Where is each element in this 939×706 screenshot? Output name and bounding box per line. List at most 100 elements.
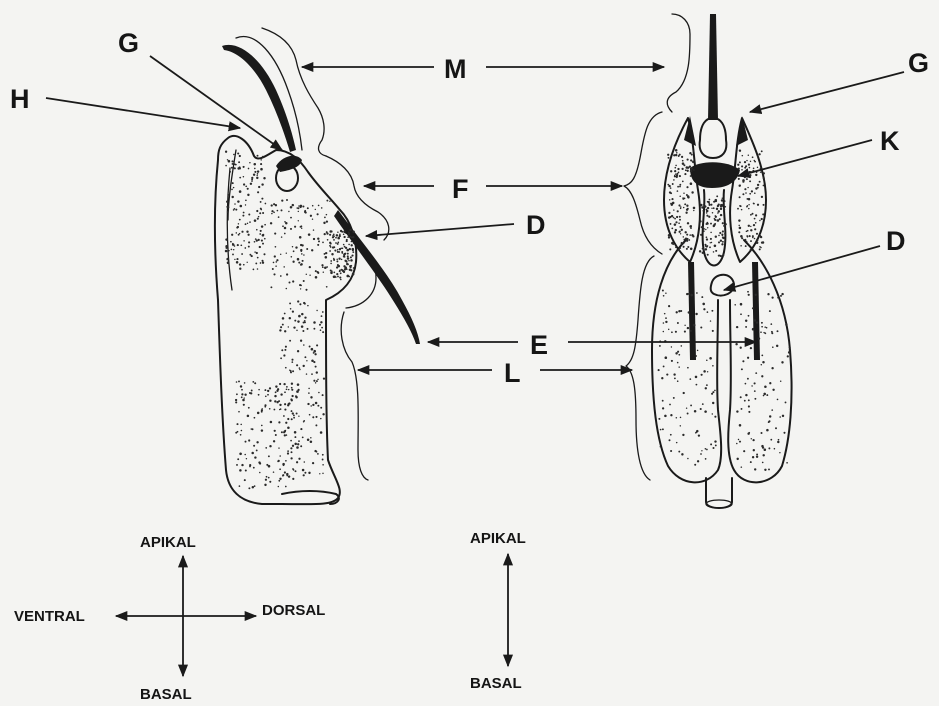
stipple-dot <box>659 345 661 347</box>
stipple-dot <box>321 207 323 209</box>
stipple-dot <box>289 302 291 304</box>
stipple-dot <box>310 405 311 406</box>
stipple-dot <box>274 255 276 257</box>
stipple-dot <box>705 448 707 450</box>
leader-g-right <box>750 72 904 112</box>
stipple-dot <box>347 236 349 238</box>
stipple-dot <box>274 395 276 397</box>
stipple-dot <box>714 218 716 220</box>
stipple-dot <box>706 236 708 238</box>
stipple-dot <box>327 239 329 241</box>
stipple-dot <box>740 396 742 398</box>
stipple-dot <box>787 355 789 357</box>
stipple-dot <box>751 190 753 192</box>
stipple-dot <box>735 343 737 345</box>
stipple-dot <box>329 250 331 252</box>
stipple-dot <box>697 460 699 462</box>
stipple-dot <box>677 168 679 170</box>
stipple-dot <box>333 234 335 236</box>
stipple-dot <box>322 311 324 313</box>
stipple-dot <box>300 244 302 246</box>
stipple-dot <box>763 395 764 396</box>
stipple-dot <box>774 448 776 450</box>
stipple-dot <box>698 434 700 436</box>
stipple-dot <box>264 224 266 226</box>
stipple-dot <box>326 232 328 234</box>
stipple-dot <box>352 236 354 238</box>
stipple-dot <box>244 479 246 481</box>
stipple-dot <box>243 212 245 214</box>
stipple-dot <box>302 330 304 332</box>
stipple-dot <box>709 357 712 360</box>
stipple-dot <box>700 326 702 328</box>
stipple-dot <box>706 238 708 240</box>
label-f: F <box>452 174 469 204</box>
stipple-dot <box>317 238 319 240</box>
stipple-dot <box>675 331 677 333</box>
stipple-dot <box>292 261 294 263</box>
stipple-dot <box>239 453 242 456</box>
stipple-dot <box>319 324 321 326</box>
label-d-left: D <box>526 210 546 240</box>
stipple-dot <box>303 474 305 476</box>
stipple-dot <box>752 307 754 309</box>
stipple-dot <box>271 213 272 214</box>
stipple-dot <box>247 262 248 263</box>
stipple-dot <box>745 192 747 194</box>
stipple-dot <box>739 196 741 198</box>
stipple-dot <box>748 225 750 227</box>
stipple-dot <box>291 383 293 385</box>
stipple-dot <box>278 480 280 482</box>
stipple-dot <box>669 439 671 441</box>
stipple-dot <box>718 241 720 243</box>
stipple-dot <box>675 154 677 156</box>
stipple-dot <box>764 448 767 451</box>
stipple-dot <box>686 166 689 169</box>
stipple-dot <box>290 440 292 442</box>
stipple-dot <box>714 440 716 442</box>
stipple-dot <box>244 454 246 456</box>
stipple-dot <box>260 159 261 160</box>
stipple-dot <box>672 243 674 245</box>
stipple-dot <box>304 210 306 212</box>
stipple-dot <box>265 447 267 449</box>
stipple-dot <box>680 243 682 245</box>
stipple-dot <box>777 330 779 332</box>
stipple-dot <box>257 218 259 220</box>
stipple-dot <box>326 220 328 222</box>
stipple-dot <box>673 179 675 181</box>
stipple-dot <box>257 257 259 259</box>
label-k: K <box>880 126 900 156</box>
stipple-dot <box>781 361 783 363</box>
stipple-dot <box>676 216 678 218</box>
lateral-stipple <box>225 151 355 490</box>
stipple-dot <box>710 443 712 445</box>
stipple-dot <box>310 437 312 439</box>
stipple-dot <box>239 268 241 270</box>
compass-left-apical: APIKAL <box>140 534 196 551</box>
stipple-dot <box>244 247 246 249</box>
stipple-dot <box>710 223 712 225</box>
stipple-dot <box>665 292 666 293</box>
stipple-dot <box>300 288 301 289</box>
stipple-dot <box>249 392 251 394</box>
stipple-dot <box>707 227 708 228</box>
stipple-dot <box>712 365 714 367</box>
stipple-dot <box>757 187 759 189</box>
stipple-dot <box>261 260 263 262</box>
stipple-dot <box>247 234 249 236</box>
stipple-dot <box>777 441 779 443</box>
stipple-dot <box>228 160 231 163</box>
stipple-dot <box>323 222 325 224</box>
stipple-dot <box>317 379 319 381</box>
stipple-dot <box>262 243 264 245</box>
stipple-dot <box>763 172 765 174</box>
stipple-dot <box>326 266 328 268</box>
stipple-dot <box>260 262 262 264</box>
stipple-dot <box>265 479 267 481</box>
stipple-dot <box>675 165 677 167</box>
stipple-dot <box>251 255 253 257</box>
label-h: H <box>10 84 30 114</box>
stipple-dot <box>755 214 757 216</box>
stipple-dot <box>686 240 688 242</box>
